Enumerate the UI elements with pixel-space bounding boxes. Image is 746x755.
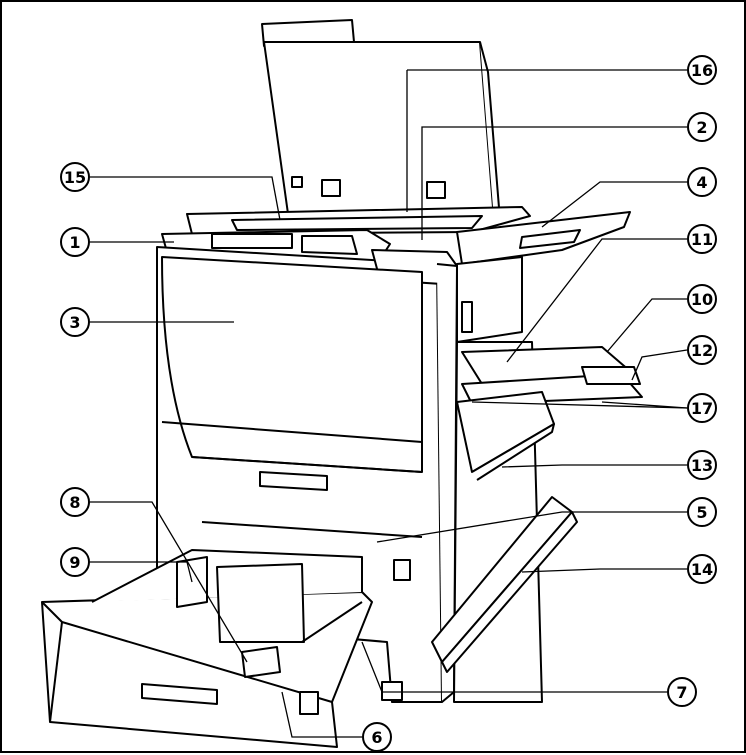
callout-label-15: 15 bbox=[64, 168, 86, 187]
paper-drawer bbox=[41, 549, 373, 748]
document-cover bbox=[261, 19, 501, 229]
callout-4: 4 bbox=[687, 167, 717, 197]
callout-13: 13 bbox=[687, 450, 717, 480]
callout-label-3: 3 bbox=[69, 313, 80, 332]
callout-label-1: 1 bbox=[69, 233, 80, 252]
callouts: 16 2 4 11 10 12 17 13 5 14 7 6 15 1 3 8 … bbox=[60, 55, 717, 752]
platen-glass bbox=[186, 206, 531, 235]
callout-6: 6 bbox=[362, 722, 392, 752]
callout-16: 16 bbox=[687, 55, 717, 85]
operation-panel bbox=[161, 229, 391, 265]
callout-label-12: 12 bbox=[691, 341, 713, 360]
callout-3: 3 bbox=[60, 307, 90, 337]
callout-17: 17 bbox=[687, 393, 717, 423]
callout-5: 5 bbox=[687, 497, 717, 527]
callout-12: 12 bbox=[687, 335, 717, 365]
callout-2: 2 bbox=[687, 112, 717, 142]
callout-label-10: 10 bbox=[691, 290, 713, 309]
callout-label-4: 4 bbox=[696, 173, 707, 192]
output-tray bbox=[456, 211, 631, 265]
callout-label-17: 17 bbox=[691, 399, 713, 418]
callout-label-13: 13 bbox=[691, 456, 713, 475]
callout-15: 15 bbox=[60, 162, 90, 192]
callout-10: 10 bbox=[687, 284, 717, 314]
callout-7: 7 bbox=[667, 677, 697, 707]
callout-label-7: 7 bbox=[676, 683, 687, 702]
callout-label-9: 9 bbox=[69, 553, 80, 572]
callout-label-5: 5 bbox=[696, 503, 707, 522]
leader-lines bbox=[90, 69, 688, 738]
bypass-tray bbox=[461, 346, 643, 405]
callout-8: 8 bbox=[60, 487, 90, 517]
callout-label-6: 6 bbox=[371, 728, 382, 747]
callout-label-8: 8 bbox=[69, 493, 80, 512]
right-cover bbox=[456, 391, 555, 481]
callout-14: 14 bbox=[687, 554, 717, 584]
callout-9: 9 bbox=[60, 547, 90, 577]
callout-1: 1 bbox=[60, 227, 90, 257]
callout-label-16: 16 bbox=[691, 61, 713, 80]
callout-label-11: 11 bbox=[691, 230, 713, 249]
callout-label-2: 2 bbox=[696, 118, 707, 137]
callout-label-14: 14 bbox=[691, 560, 713, 579]
callout-11: 11 bbox=[687, 224, 717, 254]
